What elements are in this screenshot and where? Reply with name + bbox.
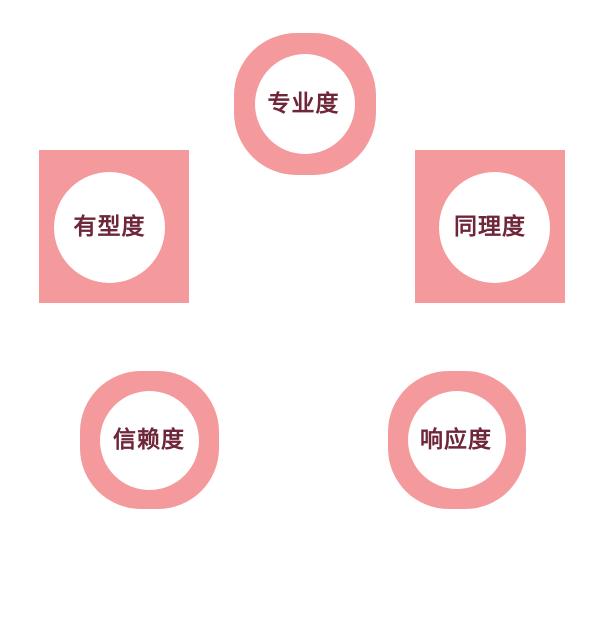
node-tangibles[interactable]: 有型度 (39, 150, 189, 303)
node-label-responsiveness: 响应度 (420, 426, 492, 452)
node-label-reliability: 信赖度 (113, 426, 185, 452)
node-core-responsiveness (408, 391, 506, 489)
node-reliability[interactable]: 信赖度 (80, 371, 219, 509)
node-professionalism[interactable]: 专业度 (234, 33, 376, 175)
node-core-reliability (100, 391, 199, 490)
node-label-empathy: 同理度 (454, 212, 526, 239)
node-core-empathy (439, 172, 550, 283)
node-label-professionalism: 专业度 (267, 89, 340, 116)
node-core-tangibles (54, 172, 165, 283)
node-label-tangibles: 有型度 (73, 212, 146, 239)
node-responsiveness[interactable]: 响应度 (388, 371, 526, 509)
node-core-professionalism (255, 54, 355, 154)
node-empathy[interactable]: 同理度 (415, 150, 565, 303)
